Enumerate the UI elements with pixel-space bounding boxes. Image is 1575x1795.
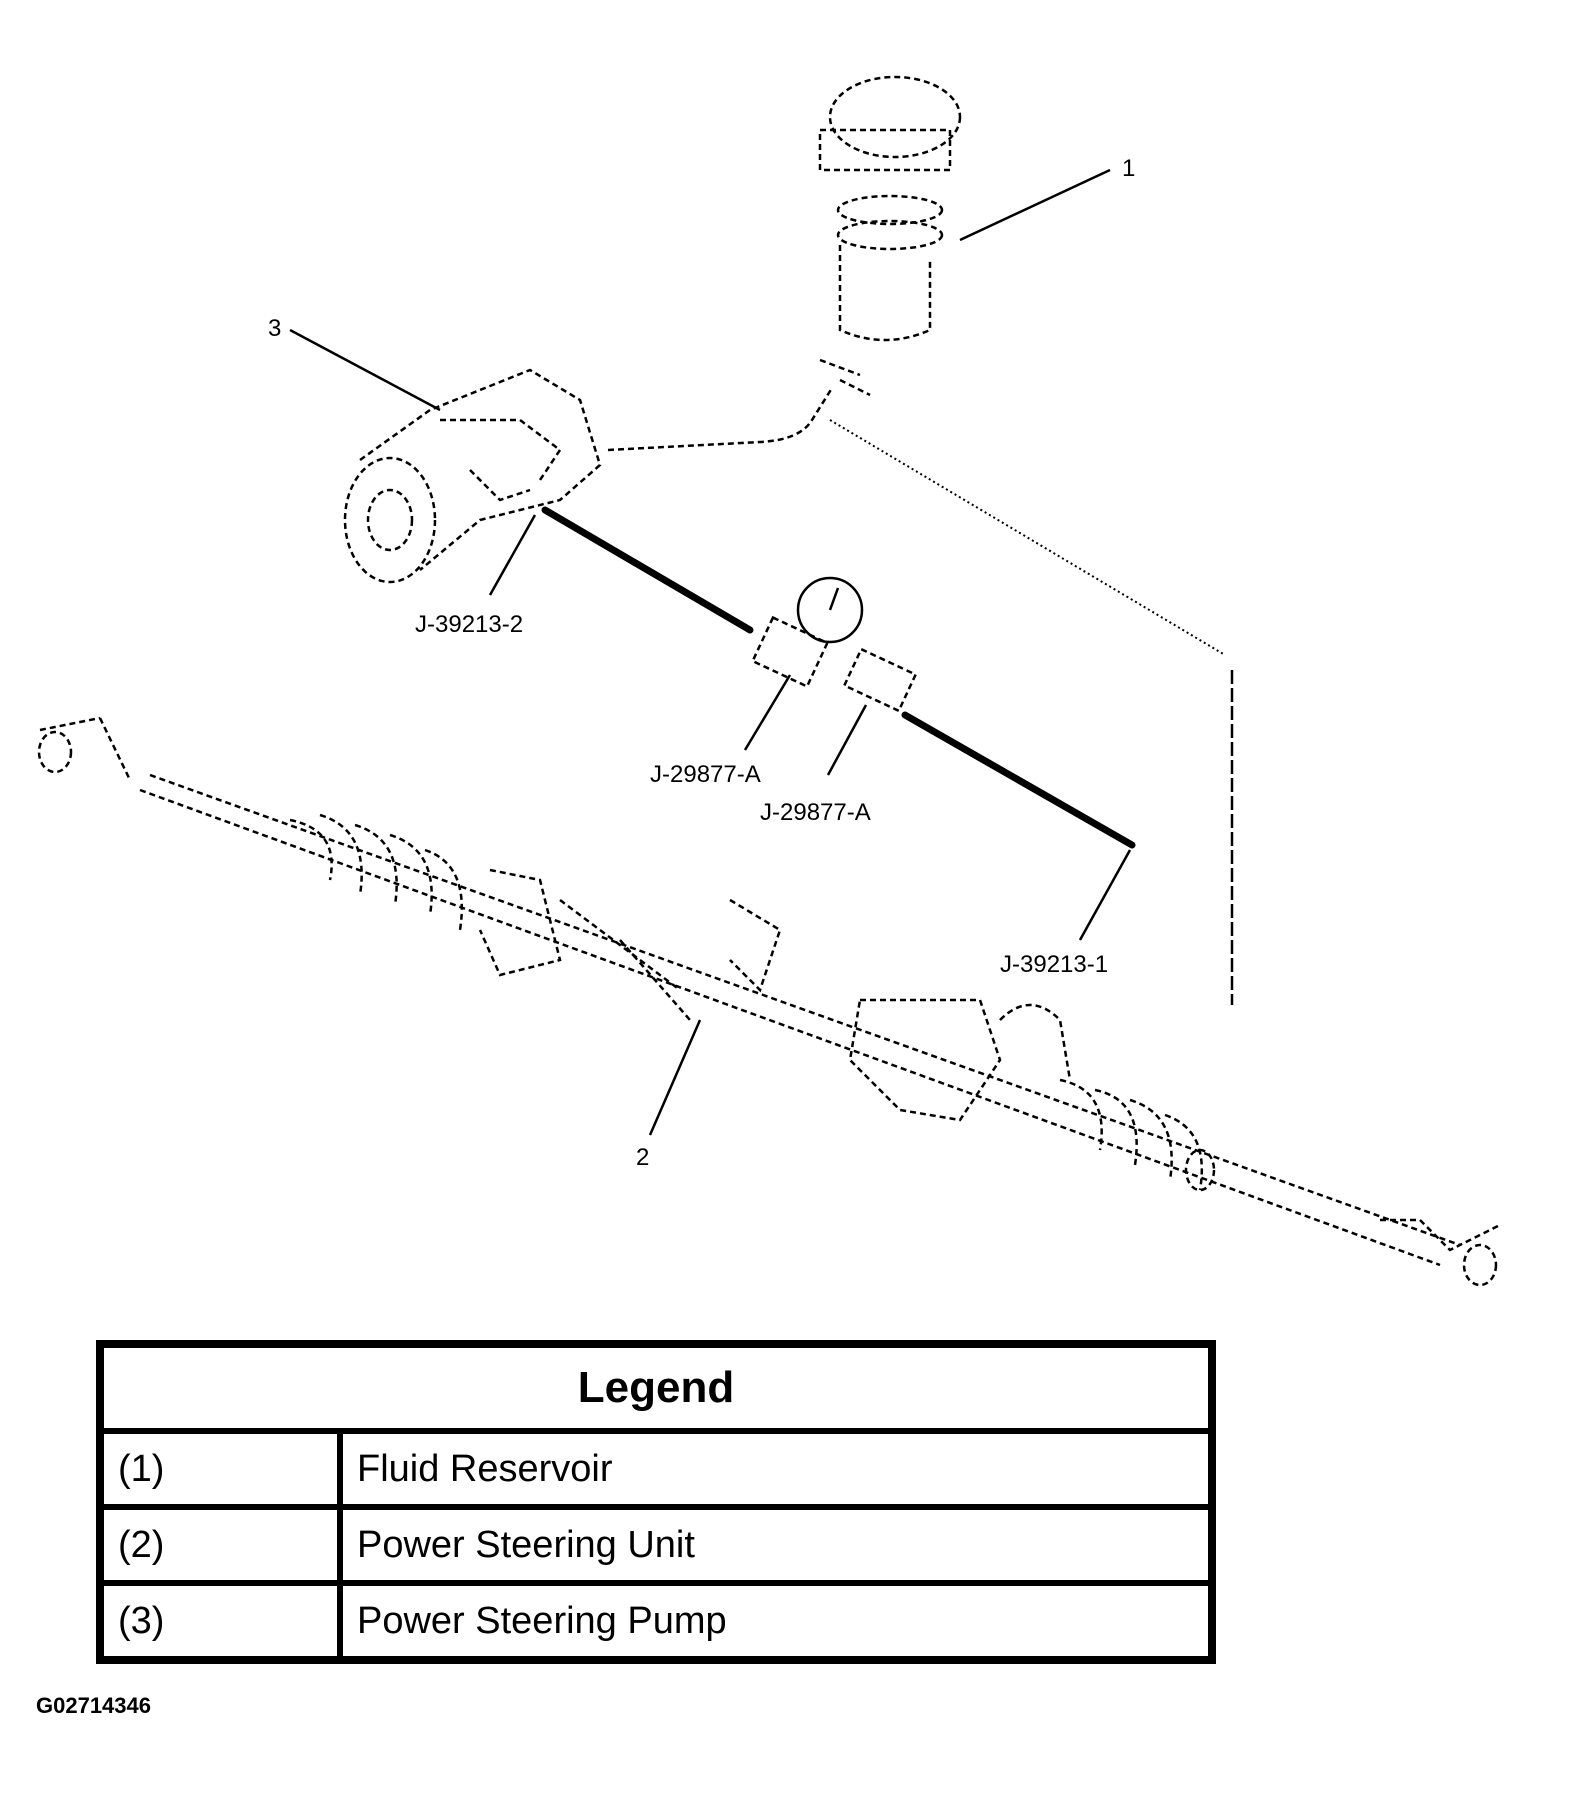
tool-valve-leader — [826, 704, 868, 776]
tool-gauge-leader — [743, 674, 792, 751]
legend-table: Legend (1) Fluid Reservoir (2) Power Ste… — [96, 1340, 1216, 1664]
power-steering-unit — [37, 716, 1501, 1287]
pressure-gauge-tool — [751, 576, 918, 713]
tool-pump-leader — [488, 514, 537, 596]
reservoir-feed-line — [829, 419, 1226, 656]
legend-title: Legend — [97, 1341, 1215, 1434]
tool-gear-leader — [1078, 849, 1132, 941]
pressure-hose-pump-side — [541, 506, 754, 634]
power-steering-pump — [343, 368, 602, 584]
fluid-reservoir — [818, 75, 962, 397]
power-steering-diagram: 1 3 J-39213-2 J-29877-A J-29877-A J-3921… — [37, 75, 1501, 1287]
legend-row-number: (3) — [97, 1580, 343, 1663]
legend-header-row: Legend — [97, 1341, 1215, 1434]
tool-gear-label: J-39213-1 — [1000, 951, 1108, 978]
callout-2: 2 — [636, 1144, 649, 1171]
tool-pump-label: J-39213-2 — [415, 611, 523, 638]
tool-gauge-label: J-29877-A — [650, 761, 761, 788]
legend-row: (1) Fluid Reservoir — [97, 1428, 1215, 1510]
callout-3: 3 — [268, 315, 281, 342]
legend-row: (3) Power Steering Pump — [97, 1580, 1215, 1663]
tool-valve-label: J-29877-A — [760, 799, 871, 826]
legend-row-description: Power Steering Pump — [337, 1580, 1215, 1663]
callout-1-leader — [959, 168, 1111, 242]
figure-id: G02714346 — [36, 1693, 151, 1718]
return-line — [607, 387, 834, 452]
callout-1: 1 — [1122, 155, 1135, 182]
callout-3-leader — [289, 328, 441, 412]
legend-row-number: (2) — [97, 1504, 343, 1586]
legend-row-description: Fluid Reservoir — [337, 1428, 1215, 1510]
legend-row: (2) Power Steering Unit — [97, 1504, 1215, 1586]
callout-2-leader — [648, 1019, 702, 1136]
legend-row-number: (1) — [97, 1428, 343, 1510]
legend-row-description: Power Steering Unit — [337, 1504, 1215, 1586]
pressure-hose-gear-side — [901, 711, 1136, 849]
